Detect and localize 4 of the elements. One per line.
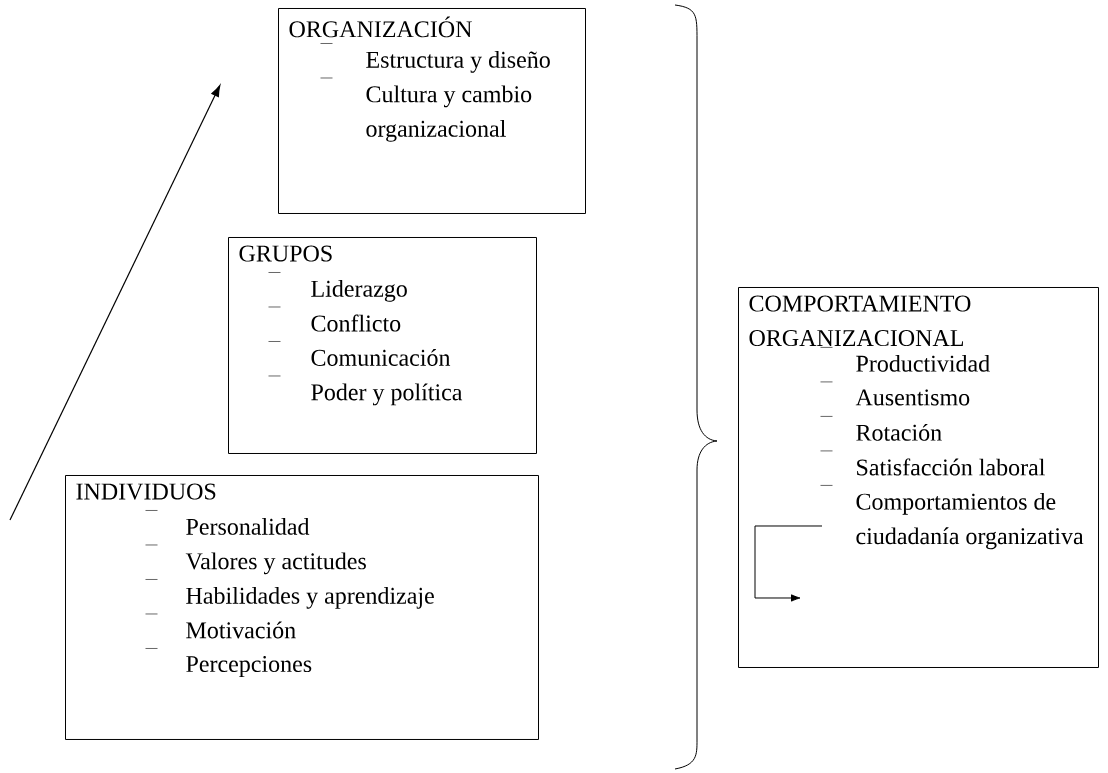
text-box: GRUPOS Liderazgo Conflicto Comunicación Poder y política — [228, 237, 537, 454]
text-box: ORGANIZACIÓN Estructura y diseño Cultura y cambio organizacional — [278, 8, 586, 214]
text-box: COMPORTAMIENTO ORGANIZACIONAL Productividad Ausentismo Rotación Satisfacción laboral Comportamientos de ciudadanía organizativa — [738, 287, 1099, 668]
text-box: INDIVIDUOS Personalidad Valores y actitudes Habilidades y aprendizaje Motivación Percepciones — [65, 475, 539, 740]
